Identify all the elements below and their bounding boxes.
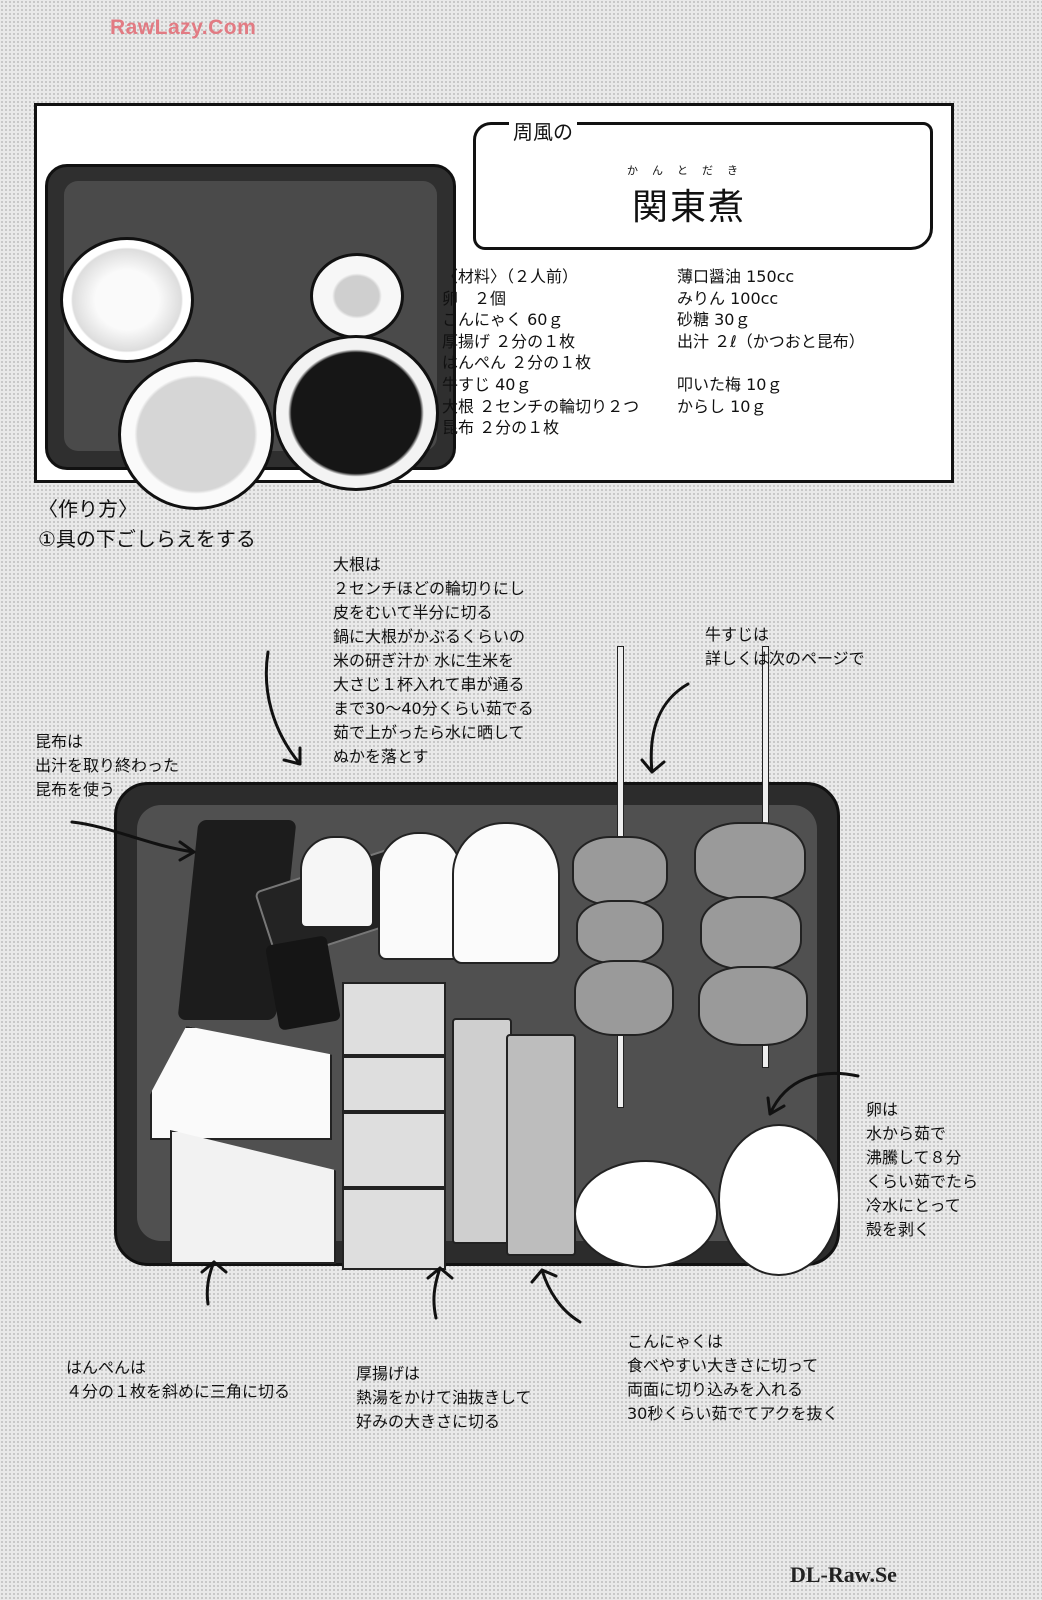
egg-illustration: [718, 1124, 840, 1276]
note-line: くらい茹でたら: [866, 1172, 979, 1191]
note-line: 厚揚げは: [356, 1364, 421, 1383]
note-line: 昆布を使う: [35, 780, 116, 799]
ingredient-item: 厚揚げ ２分の１枚: [442, 331, 576, 351]
konnyaku-note: こんにゃくは 食べやすい大きさに切って 両面に切り込みを入れる 30秒くらい茹で…: [627, 1330, 839, 1426]
note-line: 大さじ１杯入れて串が通る: [333, 675, 525, 694]
grated-daikon-bowl-illustration: [60, 237, 194, 363]
note-line: 昆布は: [35, 732, 84, 751]
note-line: ２センチほどの輪切りにし: [333, 579, 526, 598]
note-line: 30秒くらい茹でてアクを抜く: [627, 1404, 839, 1423]
daikon-illustration: [452, 822, 560, 964]
note-line: まで30〜40分くらい茹でる: [333, 699, 534, 718]
ingredient-item: 叩いた梅 10ｇ: [677, 374, 783, 394]
note-line: 水から茹で: [866, 1124, 947, 1143]
soy-sauce-bowl-illustration: [273, 335, 439, 491]
ingredient-item: 砂糖 30ｇ: [677, 310, 751, 330]
note-line: 大根は: [333, 555, 382, 574]
beef-tendon-illustration: [574, 960, 674, 1036]
arrow-atsuage: [426, 1266, 454, 1320]
note-line: 殻を剥く: [866, 1220, 931, 1239]
gyusuji-note: 牛すじは 詳しくは次のページで: [705, 623, 865, 671]
hanpen-note: はんぺんは ４分の１枚を斜めに三角に切る: [66, 1356, 290, 1404]
ingredients-list-left: 〈材料〉（２人前） 卵 ２個 こんにゃく 60ｇ 厚揚げ ２分の１枚 はんぺん …: [442, 266, 639, 439]
dashi-bowl-illustration: [118, 359, 274, 510]
ingredient-item: 出汁 ２ℓ（かつおと昆布）: [677, 331, 865, 351]
note-line: こんにゃくは: [627, 1332, 724, 1351]
watermark-bottom: DL-Raw.Se: [790, 1562, 897, 1587]
method-heading: 〈作り方〉: [38, 497, 138, 521]
method-section-heading: 〈作り方〉 ①具の下ごしらえをする: [38, 494, 256, 554]
ingredient-item: はんぺん ２分の１枚: [442, 353, 592, 373]
ingredient-item: こんにゃく 60ｇ: [442, 310, 564, 330]
egg-note: 卵は 水から茹で 沸騰して８分 くらい茹でたら 冷水にとって 殻を剥く: [866, 1098, 978, 1242]
atsuage-illustration: [342, 982, 446, 1056]
arrow-daikon: [264, 650, 302, 766]
daikon-note: 大根は ２センチほどの輪切りにし 皮をむいて半分に切る 鍋に大根がかぶるくらいの…: [333, 553, 534, 769]
atsuage-note: 厚揚げは 熱湯をかけて油抜きして 好みの大きさに切る: [356, 1362, 532, 1434]
note-line: 食べやすい大きさに切って: [627, 1356, 819, 1375]
ingredient-item: 大根 ２センチの輪切り２つ: [442, 396, 640, 416]
note-line: 好みの大きさに切る: [356, 1412, 501, 1431]
ingredient-header: 〈材料〉（２人前）: [442, 267, 579, 286]
ingredient-item: 牛すじ 40ｇ: [442, 374, 532, 394]
note-line: 冷水にとって: [866, 1196, 961, 1215]
arrow-gyusuji: [640, 682, 690, 774]
ingredient-item: からし 10ｇ: [677, 396, 767, 416]
ingredient-item: 卵 ２個: [442, 288, 507, 308]
note-line: 米の研ぎ汁か 水に生米を: [333, 651, 515, 670]
title-frame: [473, 122, 933, 250]
arrow-egg: [766, 1071, 860, 1116]
recipe-card: 周風の かんとだき 関東煮 〈材料〉（２人前） 卵 ２個 こんにゃく 60ｇ 厚…: [34, 103, 954, 510]
note-line: 沸騰して８分: [866, 1148, 962, 1167]
serving-tray-illustration: [45, 164, 456, 510]
atsuage-illustration: [342, 1112, 446, 1188]
title-prefix: 周風の: [509, 116, 577, 145]
beef-tendon-illustration: [698, 966, 808, 1046]
note-line: はんぺんは: [66, 1358, 147, 1377]
daikon-illustration: [378, 832, 462, 960]
beef-tendon-illustration: [572, 836, 668, 906]
watermark-top: RawLazy.Com: [110, 16, 257, 39]
note-line: 茹で上がったら水に晒して: [333, 723, 525, 742]
note-line: ぬかを落とす: [333, 747, 429, 766]
ingredient-item: 薄口醤油 150cc: [677, 267, 795, 286]
note-line: 両面に切り込みを入れる: [627, 1380, 804, 1399]
note-line: ４分の１枚を斜めに三角に切る: [66, 1382, 291, 1401]
note-line: 出汁を取り終わった: [35, 756, 180, 775]
note-line: 卵は: [866, 1100, 899, 1119]
arrow-konnyaku: [530, 1268, 582, 1324]
konnyaku-illustration: [452, 1018, 512, 1244]
daikon-illustration: [300, 836, 374, 928]
ingredient-item: 昆布 ２分の１枚: [442, 418, 560, 438]
egg-illustration: [574, 1160, 718, 1268]
note-line: 鍋に大根がかぶるくらいの: [333, 627, 526, 646]
step-1-title: ①具の下ごしらえをする: [38, 527, 256, 551]
note-line: 皮をむいて半分に切る: [333, 603, 493, 622]
recipe-title: 関東煮: [632, 187, 747, 228]
note-line: 牛すじは: [705, 625, 770, 644]
ingredient-item: みりん 100cc: [677, 288, 779, 308]
arrow-hanpen: [200, 1260, 228, 1306]
atsuage-illustration: [342, 1188, 446, 1270]
title-ruby: かんとだき: [627, 164, 752, 177]
note-line: 詳しくは次のページで: [705, 649, 865, 668]
atsuage-illustration: [342, 1056, 446, 1112]
ingredients-list-right: 薄口醤油 150cc みりん 100cc 砂糖 30ｇ 出汁 ２ℓ（かつおと昆布…: [677, 266, 865, 417]
note-line: 熱湯をかけて油抜きして: [356, 1388, 532, 1407]
konnyaku-illustration: [506, 1034, 576, 1256]
arrow-kombu: [70, 820, 196, 862]
kombu-note: 昆布は 出汁を取り終わった 昆布を使う: [35, 730, 179, 802]
